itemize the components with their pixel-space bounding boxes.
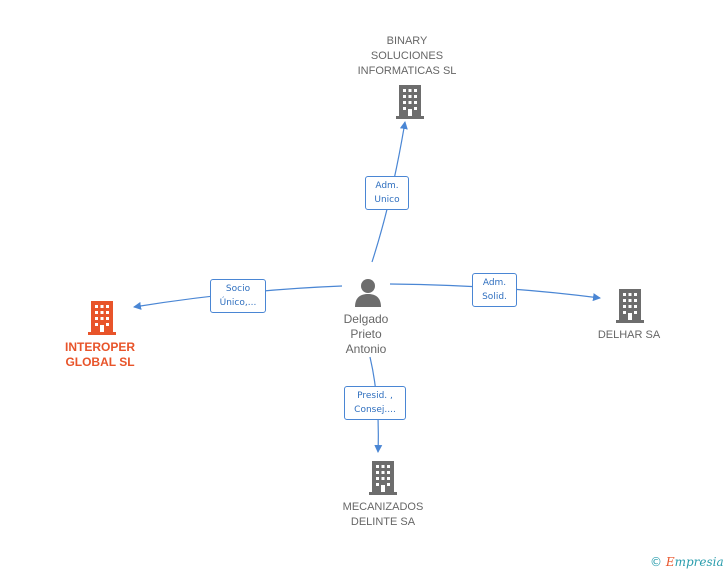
- brand-logo-rest: mpresia: [674, 555, 724, 569]
- copyright-icon: ©: [650, 555, 662, 569]
- brand-logo-first: E: [665, 555, 675, 569]
- relation-badge-binary[interactable]: Adm. Unico: [365, 176, 409, 210]
- relation-badge-delhar[interactable]: Adm. Solid.: [472, 273, 517, 307]
- label-line: Antonio: [345, 342, 387, 356]
- label-line: BINARY: [386, 35, 428, 47]
- badge-line: Socio: [225, 284, 251, 294]
- label-line: DELINTE SA: [350, 516, 416, 528]
- badge-line: Presid. ,: [357, 391, 393, 401]
- label-line: INTEROPER: [64, 340, 135, 354]
- label-line: INFORMATICAS SL: [357, 65, 457, 77]
- company-label-mecanizados[interactable]: MECANIZADOS DELINTE SA: [323, 500, 443, 530]
- building-icon[interactable]: [394, 85, 426, 119]
- building-icon[interactable]: [367, 461, 399, 495]
- label-line: MECANIZADOS: [342, 501, 424, 513]
- company-label-delhar[interactable]: DELHAR SA: [584, 328, 674, 343]
- footer-credit: © Empresia: [650, 555, 724, 569]
- person-icon[interactable]: [353, 277, 383, 307]
- relation-badge-mecanizados[interactable]: Presid. , Consej....: [344, 386, 406, 420]
- building-icon[interactable]: [614, 289, 646, 323]
- company-label-binary[interactable]: BINARY SOLUCIONES INFORMATICAS SL: [347, 34, 467, 79]
- badge-line: Solid.: [482, 292, 507, 302]
- label-line: DELHAR SA: [597, 329, 661, 341]
- badge-line: Adm.: [375, 181, 399, 191]
- label-line: Prieto: [350, 327, 382, 341]
- badge-line: Consej....: [354, 405, 396, 415]
- badge-line: Adm.: [482, 278, 507, 288]
- badge-line: Único,...: [219, 298, 257, 308]
- relation-badge-interoper[interactable]: Socio Único,...: [210, 279, 266, 313]
- person-label[interactable]: Delgado Prieto Antonio: [316, 312, 416, 357]
- company-label-interoper[interactable]: INTEROPER GLOBAL SL: [45, 340, 155, 370]
- badge-line: Unico: [374, 195, 400, 205]
- label-line: SOLUCIONES: [370, 50, 444, 62]
- label-line: GLOBAL SL: [65, 355, 135, 369]
- building-icon[interactable]: [86, 301, 118, 335]
- label-line: Delgado: [343, 312, 389, 326]
